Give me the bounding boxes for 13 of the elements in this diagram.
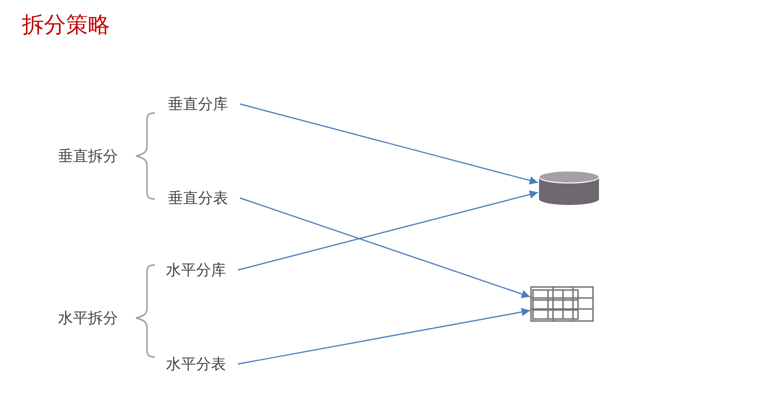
arrow bbox=[240, 103, 538, 185]
node-label: 水平分库 bbox=[166, 260, 226, 280]
node-label: 垂直分表 bbox=[168, 188, 228, 208]
arrow bbox=[238, 190, 538, 271]
node-label: 水平分表 bbox=[166, 354, 226, 374]
database-icon bbox=[538, 170, 600, 206]
node-label: 垂直分库 bbox=[168, 94, 228, 114]
group-label: 垂直拆分 bbox=[58, 146, 118, 166]
arrow bbox=[238, 308, 530, 365]
arrow bbox=[240, 197, 530, 298]
table-icon bbox=[530, 286, 594, 322]
title: 拆分策略 bbox=[22, 12, 110, 40]
group-label: 水平拆分 bbox=[58, 308, 118, 328]
